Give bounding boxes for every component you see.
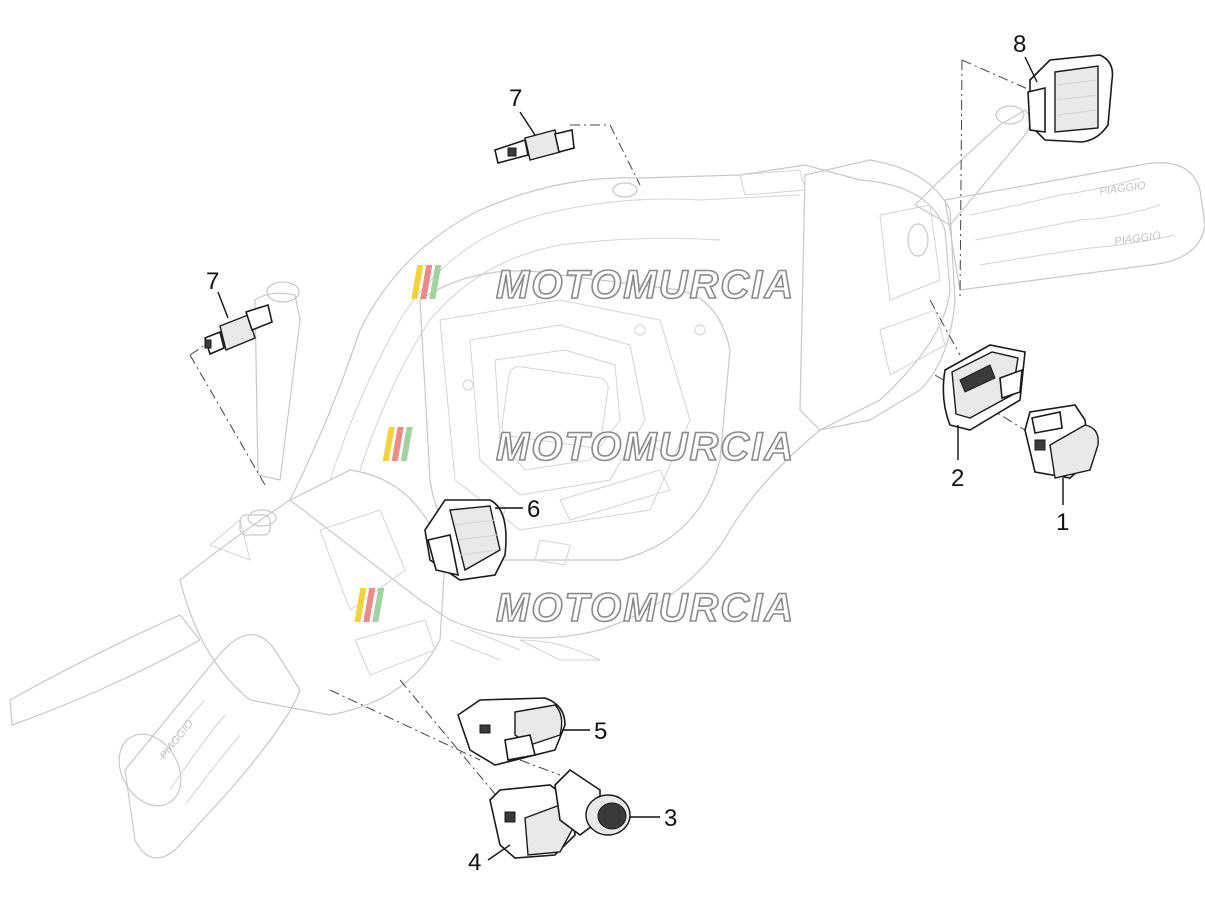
part-6-block-switch [424, 499, 507, 581]
callout-4: 4 [468, 849, 481, 876]
watermark-stripe [363, 588, 376, 622]
callout-8: 8 [1013, 31, 1026, 58]
watermark-text: MOTOMURCIA [496, 586, 795, 630]
callout-3: 3 [664, 805, 677, 832]
watermark-stripe [354, 588, 367, 622]
callout-6: 6 [527, 496, 540, 523]
watermark-top: MOTOMURCIA [411, 262, 795, 308]
part-5-trigger-switch [457, 697, 566, 766]
watermark-stripe [420, 265, 433, 299]
watermark-stripe [400, 427, 413, 461]
assembly-lines [189, 59, 1031, 801]
callout-7-left: 7 [206, 268, 219, 295]
callout-5: 5 [594, 718, 607, 745]
handlebar-ghost-outline: PIAGGIO [9, 105, 1205, 859]
watermark-text: MOTOMURCIA [496, 425, 795, 469]
watermark-text: MOTOMURCIA [496, 263, 795, 307]
watermark-middle: MOTOMURCIA [382, 424, 795, 470]
part-2-switch-bezel [942, 344, 1026, 431]
right-grip-brand-lower: PIAGGIO [1114, 230, 1162, 248]
part-8-switch [1027, 54, 1114, 143]
left-grip-brand: PIAGGIO [158, 718, 196, 762]
part-3-horn-button [554, 768, 631, 836]
watermark-bottom: MOTOMURCIA [354, 585, 795, 631]
callout-labels: 1 2 3 4 5 6 7 7 8 [206, 31, 1069, 876]
callout-2: 2 [951, 465, 964, 492]
part-7-left-bulb-socket [204, 303, 273, 356]
right-grip-brand: PIAGGIO [1099, 180, 1147, 198]
part-7-upper-bulb-socket [494, 129, 575, 164]
watermark-stripe [391, 427, 404, 461]
callout-1: 1 [1056, 509, 1069, 536]
watermark-stripe [429, 265, 442, 299]
watermark-stripe [372, 588, 385, 622]
callout-7-upper: 7 [509, 85, 522, 112]
part-1-rocker-switch [1024, 404, 1099, 479]
leader-lines [217, 56, 1064, 861]
watermark-stripe [411, 265, 424, 299]
watermark-stripe [382, 427, 395, 461]
